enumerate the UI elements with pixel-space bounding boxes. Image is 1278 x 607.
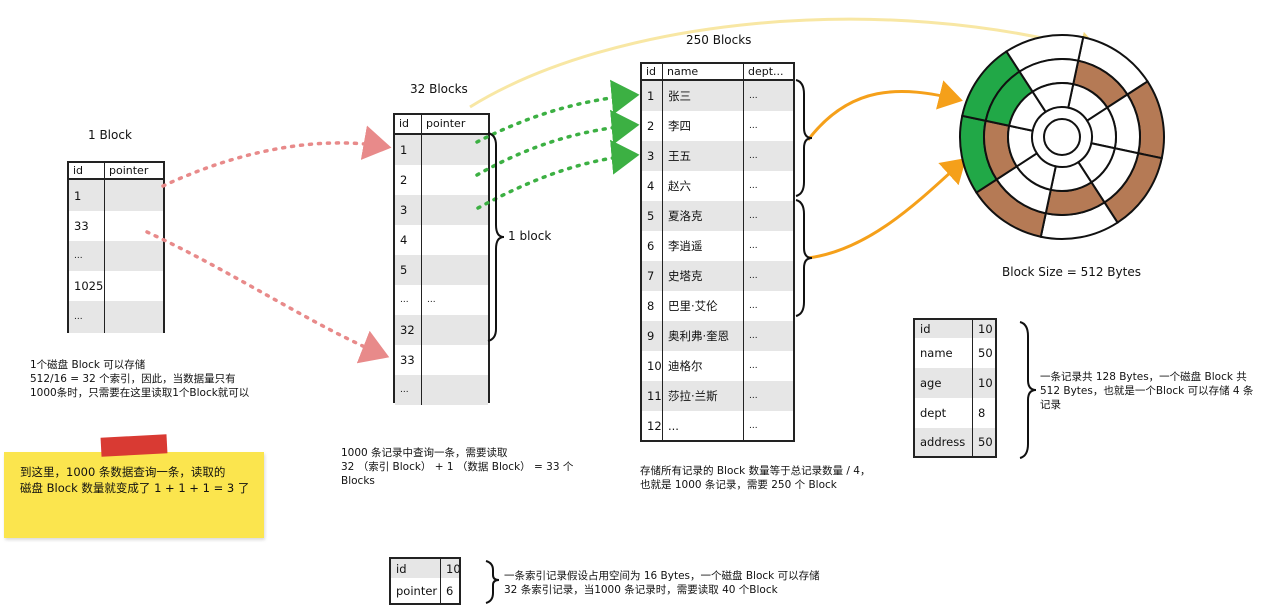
orange-arrow-bottom: [807, 157, 967, 260]
green-dotted-arrow-1: [475, 79, 640, 144]
table-row: ...: [69, 241, 163, 271]
sticky-note: 到这里，1000 条数据查询一条，读取的磁盘 Block 数量就变成了 1 + …: [4, 452, 264, 538]
table-row: 4: [395, 225, 488, 255]
sticky-note-text: 到这里，1000 条数据查询一条，读取的磁盘 Block 数量就变成了 1 + …: [20, 465, 250, 495]
table-header: id: [69, 163, 105, 178]
table-header: pointer: [426, 117, 466, 130]
table-row: 5: [395, 255, 488, 285]
table-row: ...: [69, 301, 163, 333]
table-row: ...: [395, 375, 488, 405]
table-row: 2: [395, 165, 488, 195]
disk-sector: [1031, 82, 1075, 114]
orange-arrow-top: [806, 80, 963, 141]
brace-index-block: [487, 132, 505, 342]
table-row: ......: [395, 285, 488, 315]
two-fifty-blocks-label: 250 Blocks: [686, 33, 752, 47]
disk-platter: [959, 34, 1165, 240]
pink-dotted-arrow-top: [161, 125, 392, 188]
table-header: id: [395, 115, 422, 133]
table-row: 33: [69, 211, 163, 241]
brace-record: [1019, 321, 1037, 459]
thirty-two-blocks-label: 32 Blocks: [410, 82, 468, 96]
disk-spindle: [1043, 118, 1081, 156]
table-row: 12......: [642, 411, 793, 441]
second-level-index-table: id pointer 1 2 3 4 5 ...... 32 33 ...: [393, 113, 490, 405]
table-row: 32: [395, 315, 488, 345]
table-row: 1025: [69, 271, 163, 301]
green-dotted-arrow-2: [475, 109, 640, 177]
pale-yellow-arrow: [469, 17, 1103, 109]
table-row: 1: [69, 180, 163, 211]
storage-note: 存储所有记录的 Block 数量等于总记录数量 / 4，也就是 1000 条记录…: [640, 465, 871, 491]
one-block-brace-label: 1 block: [508, 229, 552, 243]
brace-index-entry: [485, 560, 500, 604]
root-index-table: id pointer 1 33 ... 1025 ...: [67, 161, 165, 333]
table-row: 3: [395, 195, 488, 225]
pink-dotted-arrow-bottom: [145, 230, 390, 364]
table-header: name: [663, 64, 744, 79]
brace-data-block-2: [795, 199, 813, 317]
block-size-label: Block Size = 512 Bytes: [1002, 265, 1141, 279]
one-block-label: 1 Block: [88, 128, 132, 142]
table-row: 1: [395, 135, 488, 165]
brace-data-block-1: [795, 79, 813, 197]
table-header: pointer: [109, 164, 149, 177]
table-header: dept...: [748, 65, 784, 78]
table-row: 33: [395, 345, 488, 375]
table-header: id: [642, 64, 663, 79]
